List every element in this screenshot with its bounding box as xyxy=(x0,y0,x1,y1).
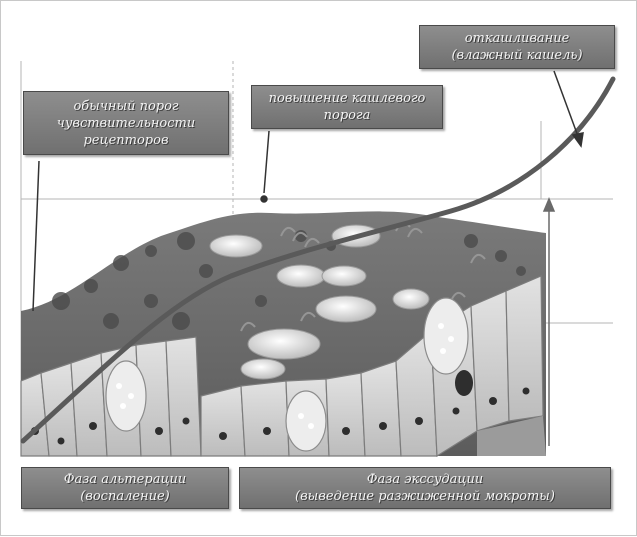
label-threshold-raised-line1: повышение кашлевого xyxy=(252,90,442,107)
label-expectoration: откашливание (влажный кашель) xyxy=(419,25,615,69)
label-expectoration-line2: (влажный кашель) xyxy=(420,47,614,64)
phase-alteration-title: Фаза альтерации xyxy=(22,471,228,488)
label-threshold-normal-line2: чувствительности xyxy=(24,115,228,132)
label-threshold-raised-line2: порога xyxy=(252,107,442,124)
phase-alteration-box: Фаза альтерации (воспаление) xyxy=(21,467,229,509)
label-threshold-raised: повышение кашлевого порога xyxy=(251,85,443,129)
phase-exudation-box: Фаза экссудации (выведение разжиженной м… xyxy=(239,467,611,509)
label-threshold-normal-line3: рецепторов xyxy=(24,132,228,149)
label-expectoration-line1: откашливание xyxy=(420,30,614,47)
label-threshold-normal: обычный порог чувствительности рецепторо… xyxy=(23,91,229,155)
label-threshold-normal-line1: обычный порог xyxy=(24,98,228,115)
phase-alteration-subtitle: (воспаление) xyxy=(22,488,228,505)
phase-exudation-title: Фаза экссудации xyxy=(240,471,610,488)
phase-exudation-subtitle: (выведение разжиженной мокроты) xyxy=(240,488,610,505)
